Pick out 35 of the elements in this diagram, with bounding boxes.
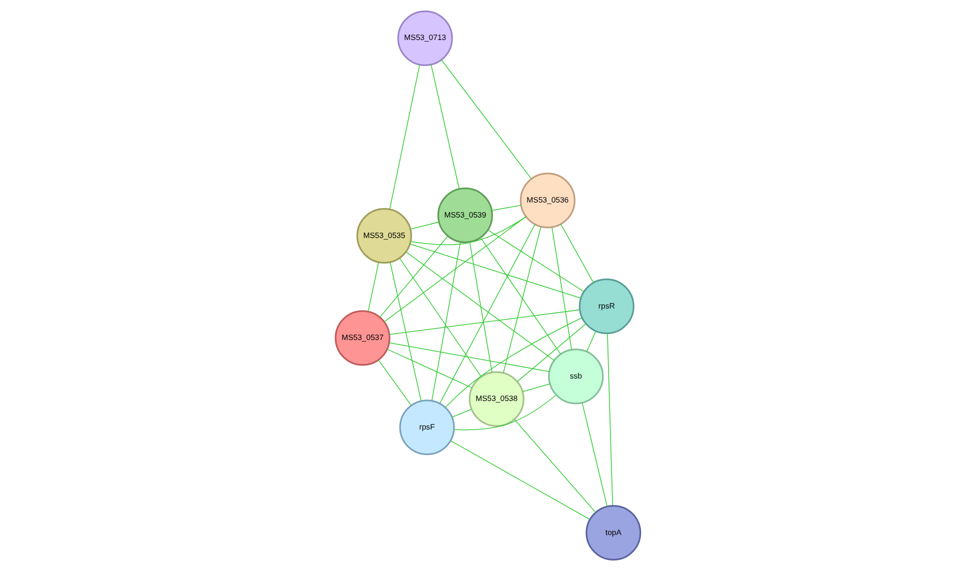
connector [586, 330, 596, 352]
connector [368, 262, 379, 312]
connector [454, 394, 556, 430]
connector [399, 258, 482, 378]
connector [380, 236, 448, 318]
connector [430, 64, 460, 190]
connector [516, 323, 586, 382]
connector [388, 342, 550, 372]
connector [450, 440, 590, 520]
connector [444, 317, 582, 408]
connector [452, 408, 472, 418]
connector [607, 333, 613, 506]
connector [441, 59, 532, 180]
connector [488, 230, 584, 292]
connector [389, 309, 580, 335]
connector [378, 360, 412, 406]
connector [390, 262, 422, 402]
connector [410, 216, 526, 246]
connector [410, 244, 582, 299]
connector [406, 251, 555, 361]
connector [480, 237, 561, 355]
connector [386, 348, 472, 388]
connector [384, 216, 526, 322]
connector [469, 242, 492, 373]
connector [522, 383, 550, 392]
connector [431, 242, 461, 402]
connector [582, 402, 608, 507]
connector [389, 64, 420, 210]
connector [560, 224, 594, 284]
connector [439, 224, 536, 404]
connector [514, 418, 596, 513]
connector [552, 226, 572, 350]
connector [410, 222, 440, 230]
connector [502, 226, 542, 374]
connector [492, 204, 522, 211]
